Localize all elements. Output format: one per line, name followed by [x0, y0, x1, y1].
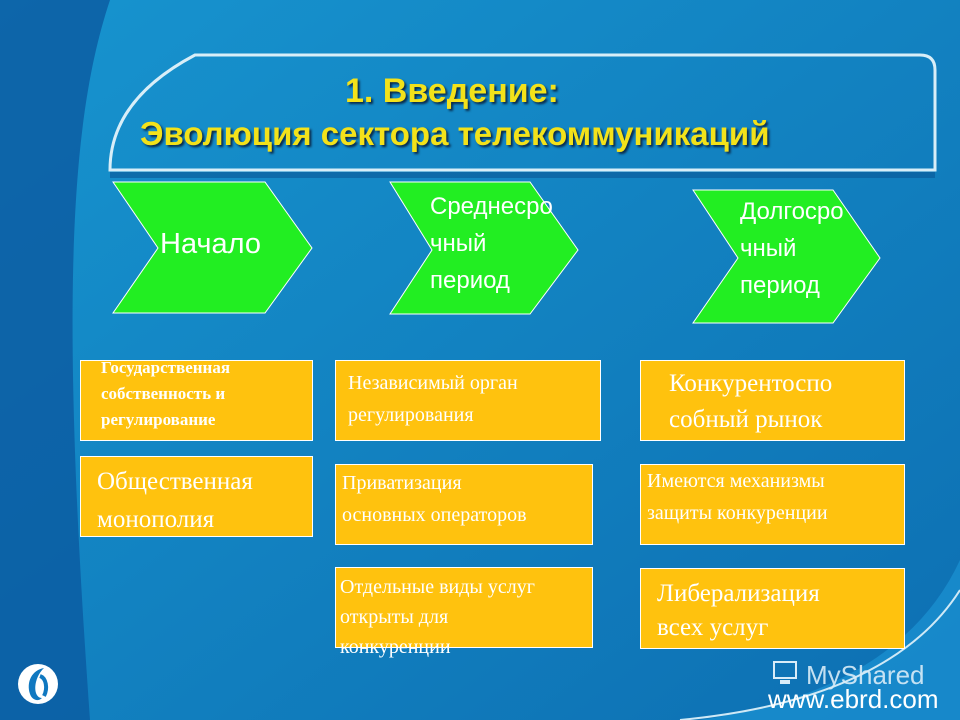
box-text-line: Государственная [101, 358, 231, 377]
box-text-line: защиты конкуренции [647, 502, 828, 524]
box-text-line: собный рынок [669, 406, 823, 433]
stage-box-full-liberalization: Либерализация всех услуг [640, 568, 905, 649]
box-text-line: всех услуг [657, 614, 769, 641]
stage-box-competition-protection: Имеются механизмы защиты конкуренции [640, 464, 905, 545]
box-text-line: открыты для [340, 606, 449, 628]
stage-label-start: Начало [160, 228, 262, 260]
slide-title: Эволюция сектора телекоммуникаций [140, 115, 770, 152]
box-text-line: Имеются механизмы [647, 470, 825, 492]
box-text-line: конкуренции [340, 636, 451, 658]
stage-label-medium-line: период [430, 267, 510, 294]
box-text-line: Конкурентоспо [669, 370, 833, 397]
stage-label-medium-line: Среднесро [430, 193, 553, 220]
box-text-line: Приватизация [342, 472, 462, 494]
box-text-line: Либерализация [657, 580, 820, 607]
box-text-line: регулирование [101, 410, 216, 429]
footer-url[interactable]: www.ebrd.com [768, 684, 939, 714]
stage-label-medium: Среднесро чный период [430, 188, 553, 299]
stage-box-competitive-market: Конкурентоспо собный рынок [640, 360, 905, 441]
box-text-line: регулирования [348, 404, 474, 426]
stage-chevron-long [692, 189, 881, 324]
stage-chevron-medium [389, 181, 579, 315]
stage-label-long-line: чный [740, 235, 797, 262]
stage-chevron-start [112, 181, 313, 314]
slide-title-number: 1. Введение: [345, 72, 559, 110]
stage-box-state-ownership: Государственная собственность и регулиро… [80, 358, 313, 441]
ebrd-logo-icon [18, 664, 58, 704]
stage-label-long-line: период [740, 272, 820, 299]
myshared-logo-icon [773, 661, 797, 684]
stage-label-long-line: Долгосро [740, 198, 844, 225]
box-text-line: собственность и [101, 384, 226, 403]
stage-box-privatization: Приватизация основных операторов [335, 464, 593, 545]
box-text-line: Общественная [97, 468, 253, 495]
box-text-line: основных операторов [342, 504, 527, 526]
stage-label-medium-line: чный [430, 230, 487, 257]
box-text-line: монополия [97, 506, 215, 533]
stage-box-independent-regulator: Независимый орган регулирования [335, 360, 601, 441]
box-text-line: Отдельные виды услуг [340, 576, 535, 598]
myshared-watermark: MyShared [806, 660, 925, 690]
stage-box-partial-competition: Отдельные виды услуг открыты для конкуре… [335, 567, 593, 658]
stage-box-public-monopoly: Общественная монополия [80, 456, 313, 537]
box-text-line: Независимый орган [348, 372, 518, 394]
stage-label-long: Долгосро чный период [740, 193, 844, 304]
